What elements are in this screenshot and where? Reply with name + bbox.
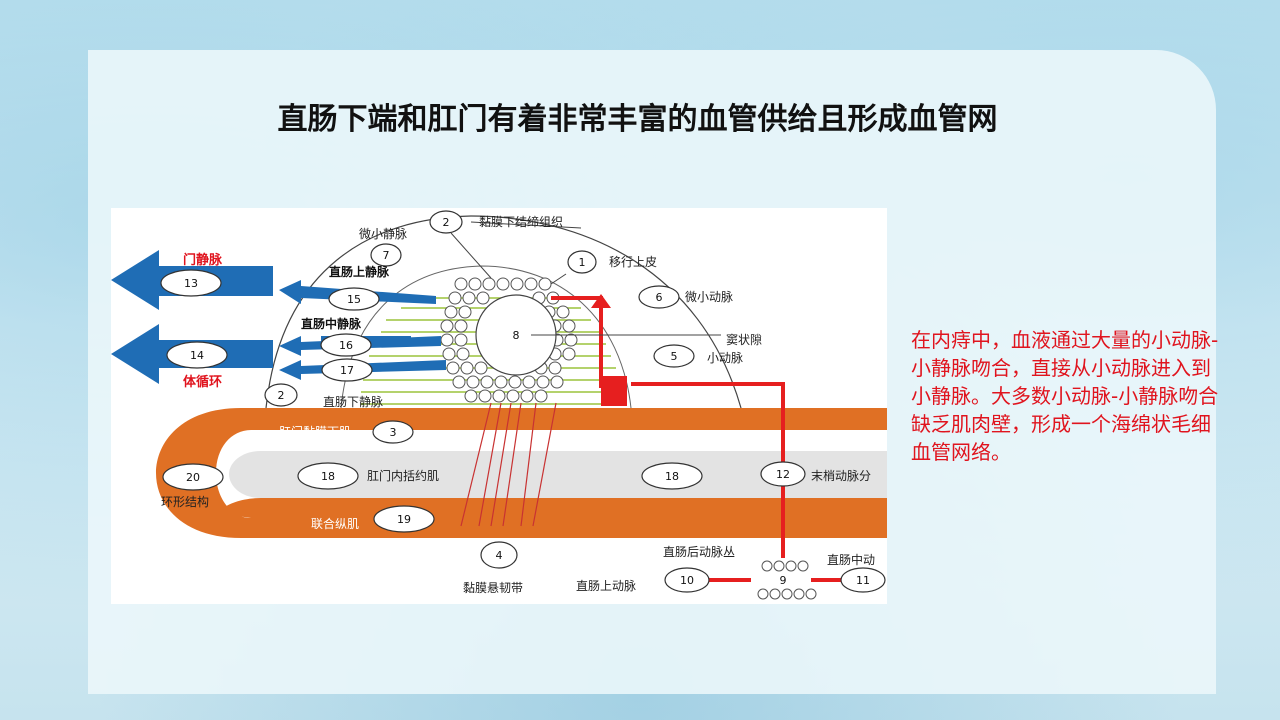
- num-11: 11: [856, 574, 870, 587]
- hemorrhoid-vascular-diagram: 2 1 7 6 8 5 13 14 15 16 17 2 3 20 18 18 …: [111, 208, 887, 604]
- label-submucosa-tissue: 黏膜下结缔组织: [479, 214, 563, 229]
- num-10: 10: [680, 574, 694, 587]
- num-8: 8: [513, 329, 520, 342]
- label-internal-sphincter: 肛门内括约肌: [367, 468, 439, 483]
- vein-arrows: [111, 250, 446, 384]
- label-superior-rectal-vein: 直肠上静脉: [329, 264, 390, 279]
- label-portal-vein: 门静脉: [183, 252, 223, 268]
- num-9: 9: [780, 574, 787, 587]
- page-title: 直肠下端和肛门有着非常丰富的血管供给且形成血管网: [0, 94, 1275, 138]
- label-conjoint-longitudinal: 联合纵肌: [311, 516, 359, 531]
- num-18-right: 18: [665, 470, 679, 483]
- num-1: 1: [579, 256, 586, 269]
- artery-block: [601, 376, 627, 406]
- label-arteriole-small: 微小动脉: [685, 289, 733, 304]
- num-2-top: 2: [443, 216, 450, 229]
- label-systemic-circulation: 体循环: [183, 374, 222, 390]
- label-middle-rectal-vein: 直肠中静脉: [301, 316, 362, 331]
- explanation-text: 在内痔中，血液通过大量的小动脉-小静脉吻合，直接从小动脉进入到小静脉。大多数小动…: [911, 326, 1221, 466]
- label-middle-rectal-artery: 直肠中动: [827, 552, 875, 567]
- num-17: 17: [340, 364, 354, 377]
- num-16: 16: [339, 339, 353, 352]
- label-inferior-rectal-vein: 直肠下静脉: [323, 394, 383, 409]
- num-12: 12: [776, 468, 790, 481]
- muscle-lower: [217, 498, 887, 518]
- num-5: 5: [671, 350, 678, 363]
- num-3: 3: [390, 426, 397, 439]
- label-sinusoid: 窦状隙: [726, 333, 762, 347]
- label-terminal-artery-branch: 末梢动脉分: [811, 468, 871, 483]
- num-6: 6: [656, 291, 663, 304]
- label-venule: 微小静脉: [359, 226, 407, 241]
- label-small-artery: 小动脉: [707, 350, 743, 365]
- num-13: 13: [184, 277, 198, 290]
- num-20: 20: [186, 471, 200, 484]
- num-14: 14: [190, 349, 204, 362]
- plexus-circles: [758, 561, 816, 599]
- label-mucosal-suspensory-ligament: 黏膜悬韧带: [463, 581, 523, 595]
- num-15: 15: [347, 293, 361, 306]
- num-4: 4: [496, 549, 503, 562]
- label-anal-submucosal-muscle: 肛门黏膜下肌: [279, 424, 351, 439]
- num-19: 19: [397, 513, 411, 526]
- label-posterior-rectal-plexus: 直肠后动脉丛: [663, 544, 735, 559]
- label-superior-rectal-artery: 直肠上动脉: [576, 578, 636, 593]
- label-ring-structure: 环形结构: [161, 494, 209, 509]
- num-7: 7: [383, 249, 390, 262]
- label-transitional-epithelium: 移行上皮: [609, 255, 657, 269]
- num-18-left: 18: [321, 470, 335, 483]
- num-2-bottom: 2: [278, 389, 285, 402]
